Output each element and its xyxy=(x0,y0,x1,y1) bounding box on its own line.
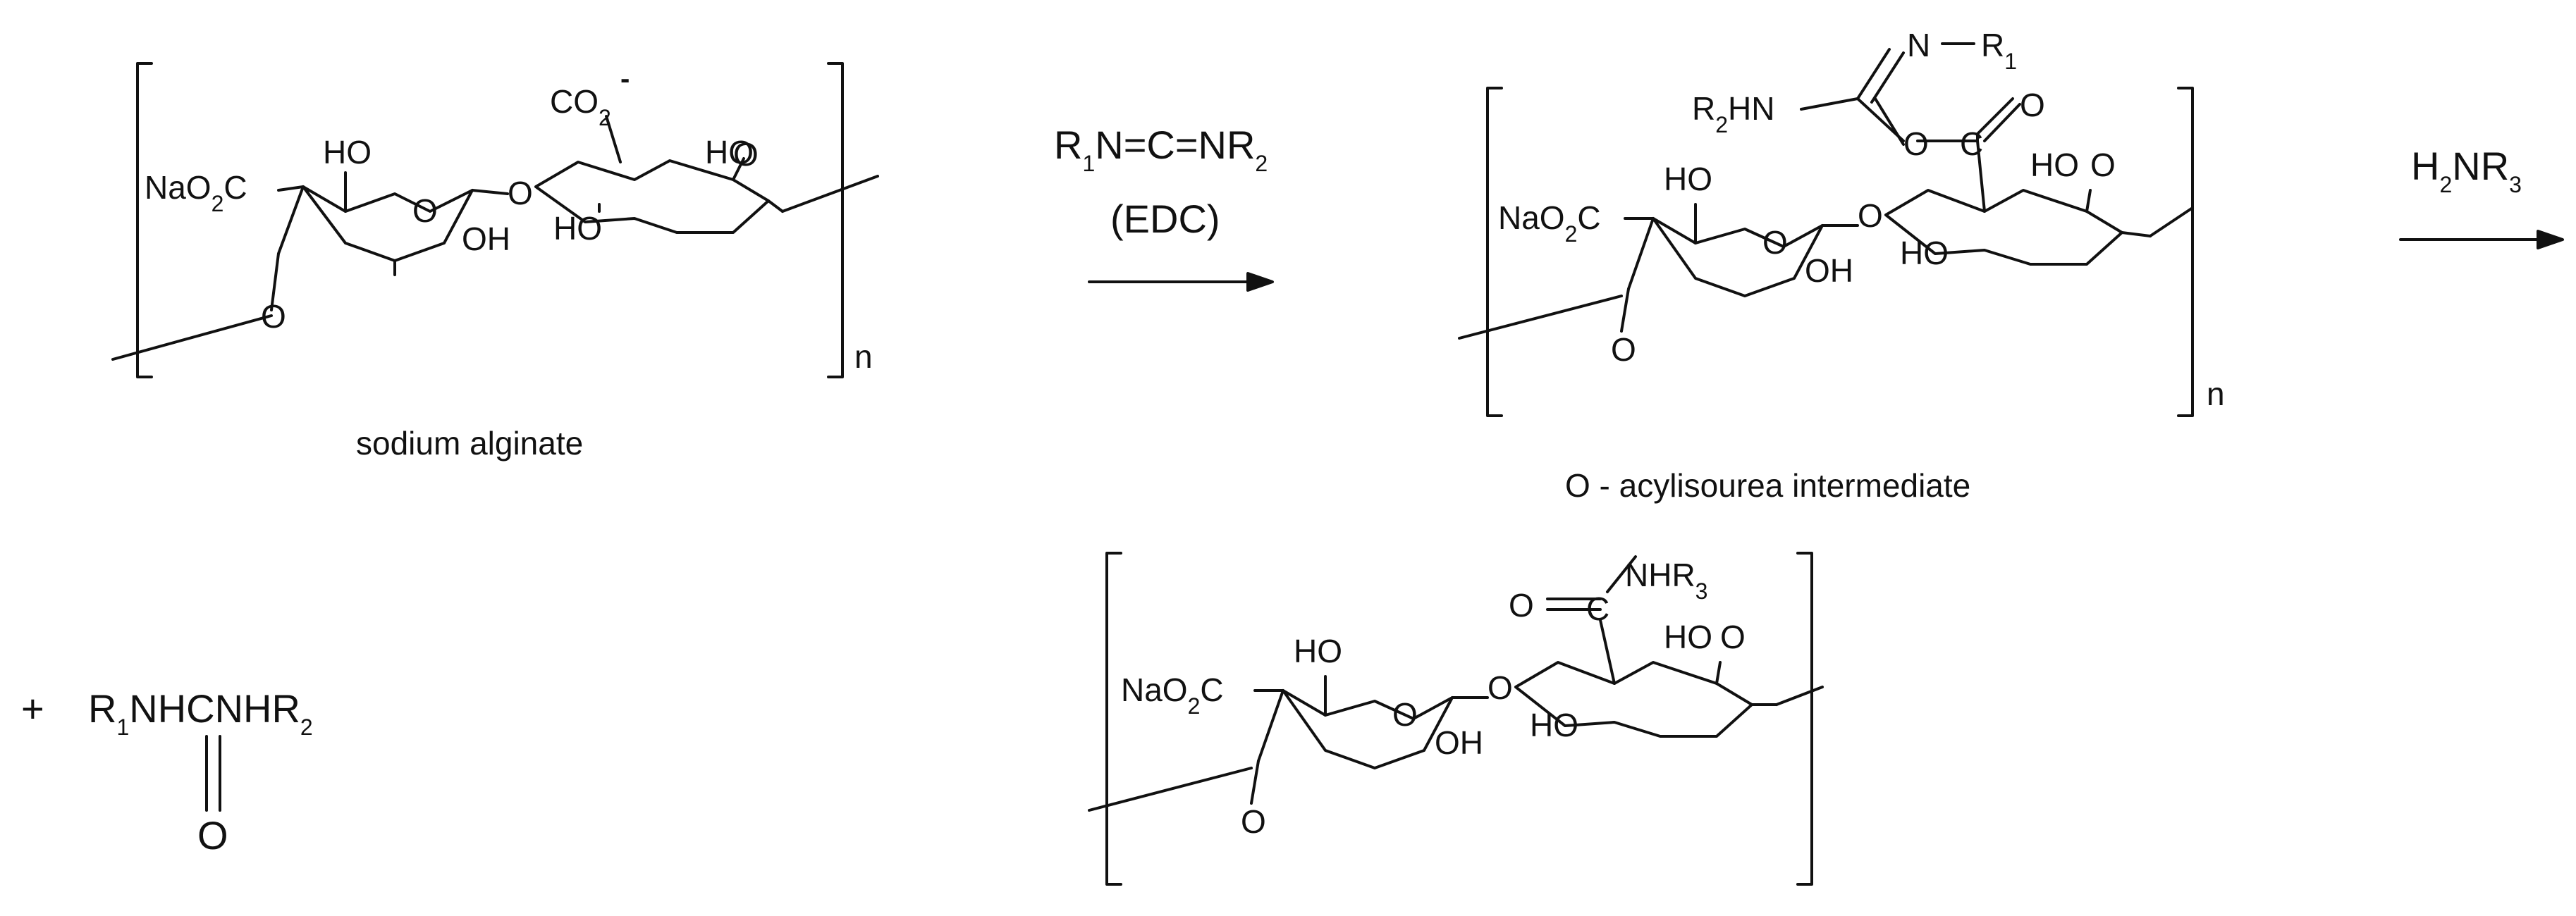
product-carbonyl-c: C xyxy=(1586,590,1609,627)
ring-o-label-5: O xyxy=(1392,696,1418,733)
nao2c-label-3: NaO2C xyxy=(1121,671,1224,719)
ester-o-label: O xyxy=(1903,125,1929,162)
intermediate-structure: n NaO2C HO O OH O O HO HO O O C xyxy=(1458,27,2225,504)
intermediate-label: O - acylisourea intermediate xyxy=(1565,467,1970,504)
urea-oxygen: O xyxy=(197,813,228,858)
ho-label-5: HO xyxy=(1900,235,1949,271)
amide-product: NaO2C HO O OH O O HO HO O O C NHR3 xyxy=(1088,552,1824,886)
ring-o-label-2: O xyxy=(733,136,759,173)
ring-o-label-6: O xyxy=(1720,619,1746,655)
product-amide-label: NHR3 xyxy=(1625,557,1707,604)
arrow1-head xyxy=(1246,272,1274,292)
arrow2-head xyxy=(2537,230,2564,249)
sodium-alginate-structure: n NaO2C HO O OH O O HO HO O CO2 - sodium… xyxy=(111,62,879,462)
chain-bond-left xyxy=(111,314,273,361)
carbonyl-o-label: O xyxy=(2020,87,2045,123)
repeat-index: n xyxy=(854,338,873,375)
chain-bond-right xyxy=(781,175,879,213)
ring-o-label-4: O xyxy=(2090,147,2116,183)
ho-label-9: HO xyxy=(1664,619,1712,655)
plus-sign: + xyxy=(21,686,44,731)
glycosidic-o-label: O xyxy=(508,175,533,211)
linker-o-label-2: O xyxy=(1611,331,1636,368)
nao2c-label: NaO2C xyxy=(145,169,247,216)
urea-byproduct: + R1NHCNHR2 O xyxy=(21,686,313,858)
nao2c-label-2: NaO2C xyxy=(1498,199,1601,247)
left-bracket-2 xyxy=(1486,87,1503,417)
ho-label-3: HO xyxy=(705,134,754,171)
right-bracket-2 xyxy=(2177,87,2194,417)
urea-formula: R1NHCNHR2 xyxy=(88,686,313,740)
right-bracket xyxy=(827,62,844,378)
repeat-index-2: n xyxy=(2207,376,2225,412)
carboxylate-label: CO2 xyxy=(550,83,611,130)
carbonyl-c-label: C xyxy=(1960,125,1983,162)
ho-label-6: HO xyxy=(2030,147,2079,183)
oh-label-3: OH xyxy=(1435,724,1483,761)
ho-label-2: HO xyxy=(553,210,602,247)
ring-o-label-3: O xyxy=(1762,224,1788,261)
left-bracket xyxy=(136,62,153,378)
edc-formula: R1N=C=NR2 xyxy=(1054,123,1268,176)
linker-o-label-3: O xyxy=(1241,803,1266,840)
ho-label-7: HO xyxy=(1294,633,1342,669)
linker-o-label: O xyxy=(261,298,286,335)
amine-formula: H2NR3 xyxy=(2411,144,2522,197)
ho-label-8: HO xyxy=(1530,707,1578,743)
oh-label: OH xyxy=(462,221,510,257)
oh-label-2: OH xyxy=(1805,252,1853,289)
carboxylate-charge: - xyxy=(620,63,630,94)
amine-step: H2NR3 xyxy=(2399,144,2564,249)
ho-label-4: HO xyxy=(1664,161,1712,197)
imine-r-label: R1 xyxy=(1981,27,2017,74)
amine-group-label: R2HN xyxy=(1692,90,1774,137)
glycosidic-o-label-2: O xyxy=(1858,197,1883,234)
ho-label: HO xyxy=(323,134,372,171)
glycosidic-o-label-3: O xyxy=(1488,669,1513,706)
ring-o-label: O xyxy=(412,192,438,229)
edc-step: R1N=C=NR2 (EDC) xyxy=(1054,123,1274,292)
product-carbonyl-o: O xyxy=(1509,587,1534,624)
sodium-alginate-label: sodium alginate xyxy=(356,425,583,462)
imine-n-label: N xyxy=(1907,27,1930,63)
edc-name: (EDC) xyxy=(1110,197,1220,241)
